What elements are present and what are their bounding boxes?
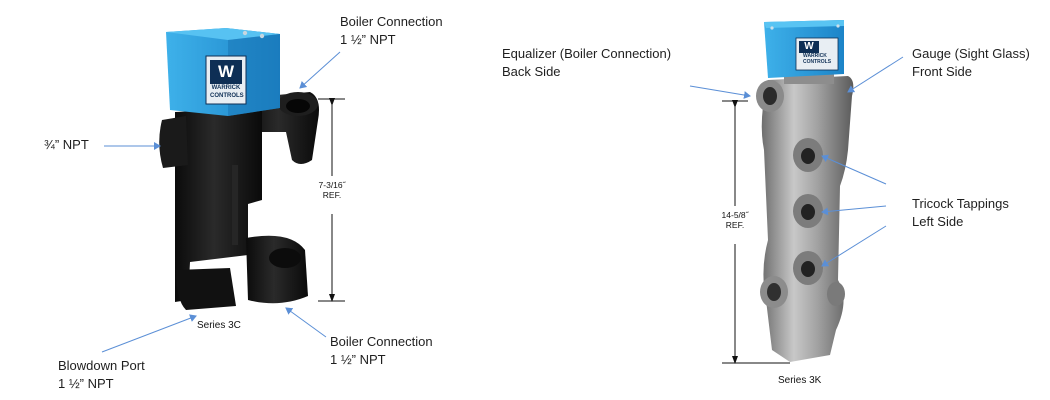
callout-arrows-3k bbox=[689, 56, 904, 267]
label-equalizer-line2: Back Side bbox=[502, 64, 561, 79]
series-3c-head bbox=[166, 28, 280, 116]
label-gauge-line1: Gauge (Sight Glass) bbox=[912, 46, 1030, 61]
label-blowdown-port: Blowdown Port 1 ½” NPT bbox=[58, 357, 145, 393]
label-equalizer-line1: Equalizer (Boiler Connection) bbox=[502, 46, 672, 61]
series-3k-body bbox=[756, 74, 854, 362]
logo-3c: W WARRICK CONTROLS bbox=[210, 60, 244, 104]
logo-mark-3c: W bbox=[217, 62, 235, 81]
label-three-quarter-npt: ¾” NPT bbox=[44, 136, 89, 154]
label-boiler-connection-bottom: Boiler Connection 1 ½” NPT bbox=[330, 333, 433, 369]
label-boiler-connection-bottom-line2: 1 ½” NPT bbox=[330, 352, 386, 367]
logo-line2-3k: CONTROLS bbox=[803, 59, 832, 65]
label-blowdown-port-line2: 1 ½” NPT bbox=[58, 376, 114, 391]
label-tricock-line2: Left Side bbox=[912, 214, 964, 229]
label-three-quarter-npt-text: ¾” NPT bbox=[44, 137, 89, 152]
series-label-3c: Series 3C bbox=[197, 320, 241, 331]
logo-line2-3c: CONTROLS bbox=[210, 93, 244, 99]
logo-line1-3k: WARRICK bbox=[803, 53, 827, 59]
label-equalizer: Equalizer (Boiler Connection) Back Side bbox=[502, 45, 671, 81]
dimension-label-3k: 14-5/8˝ REF. bbox=[712, 210, 758, 230]
label-gauge-line2: Front Side bbox=[912, 64, 972, 79]
label-boiler-connection-bottom-line1: Boiler Connection bbox=[330, 334, 433, 349]
dimension-ref-3c: REF. bbox=[322, 190, 342, 200]
logo-line1-3c: WARRICK bbox=[211, 85, 241, 91]
logo-mark-3k: W bbox=[804, 41, 814, 52]
label-gauge: Gauge (Sight Glass) Front Side bbox=[912, 45, 1030, 81]
label-tricock: Tricock Tappings Left Side bbox=[912, 195, 1009, 231]
dimension-ref-3k: REF. bbox=[725, 220, 745, 230]
logo-3k: W WARRICK CONTROLS bbox=[799, 41, 837, 69]
label-boiler-connection-top: Boiler Connection 1 ½” NPT bbox=[340, 13, 443, 49]
dimension-label-3c: 7-3/16˝ REF. bbox=[312, 180, 352, 200]
series-3c-body bbox=[159, 92, 319, 310]
series-label-3k: Series 3K bbox=[778, 375, 822, 386]
label-blowdown-port-line1: Blowdown Port bbox=[58, 358, 145, 373]
callout-arrows-3c bbox=[101, 51, 341, 353]
dimension-line-3c bbox=[318, 98, 345, 302]
dimension-value-3c: 7-3/16˝ bbox=[318, 180, 346, 190]
label-boiler-connection-top-line1: Boiler Connection bbox=[340, 14, 443, 29]
dimension-line-3k bbox=[722, 100, 790, 364]
label-boiler-connection-top-line2: 1 ½” NPT bbox=[340, 32, 396, 47]
series-3k-head bbox=[764, 20, 844, 78]
dimension-value-3k: 14-5/8˝ bbox=[721, 210, 749, 220]
label-tricock-line1: Tricock Tappings bbox=[912, 196, 1009, 211]
